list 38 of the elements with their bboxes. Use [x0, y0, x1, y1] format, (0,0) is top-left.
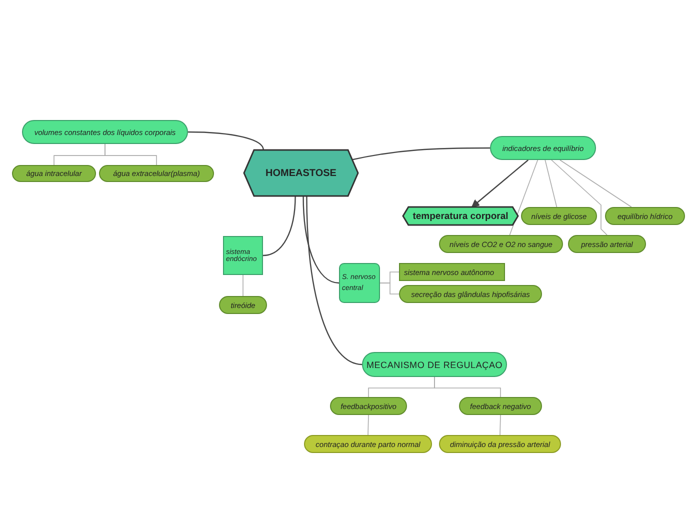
connector-line	[434, 376, 501, 398]
connector-line	[242, 274, 244, 296]
subtopic-pill	[568, 235, 646, 253]
subtopic-pill	[99, 165, 214, 182]
connector-line	[500, 414, 501, 436]
connector-line	[544, 160, 558, 208]
node-label: temperatura corporal	[412, 210, 508, 222]
connector-line	[262, 196, 296, 256]
connector-line	[509, 160, 538, 236]
connector-line	[302, 196, 340, 284]
topic-pill	[22, 120, 188, 144]
subtopic-pill	[12, 165, 96, 182]
connector-line	[306, 196, 362, 366]
subtopic-pill	[439, 435, 561, 453]
topic-pill	[362, 352, 507, 377]
topic-box	[339, 263, 380, 303]
connector-line	[380, 282, 400, 294]
subtopic-pill	[399, 285, 542, 303]
subtopic-pill	[304, 435, 432, 453]
subtopic-pill	[521, 207, 597, 225]
node-label: HOMEASTOSE	[266, 168, 336, 178]
subtopic-pill	[219, 296, 267, 314]
connector-line	[551, 160, 608, 236]
subtopic-pill	[605, 207, 685, 225]
connector-line	[188, 131, 264, 150]
subtopic-pill	[439, 235, 563, 253]
subtopic-pill	[330, 397, 407, 415]
topic-pill	[490, 136, 596, 160]
connector-line	[104, 144, 157, 166]
connector-line	[560, 160, 632, 208]
subtopic-box	[399, 263, 505, 281]
node-label: MECANISMO DE REGULAÇAO	[366, 360, 503, 370]
arrow	[472, 160, 529, 208]
topic-box	[223, 236, 263, 275]
topic-hexagon	[403, 207, 518, 225]
connector-line	[368, 414, 369, 436]
subtopic-pill	[459, 397, 542, 415]
central-topic-hexagon	[244, 150, 358, 196]
